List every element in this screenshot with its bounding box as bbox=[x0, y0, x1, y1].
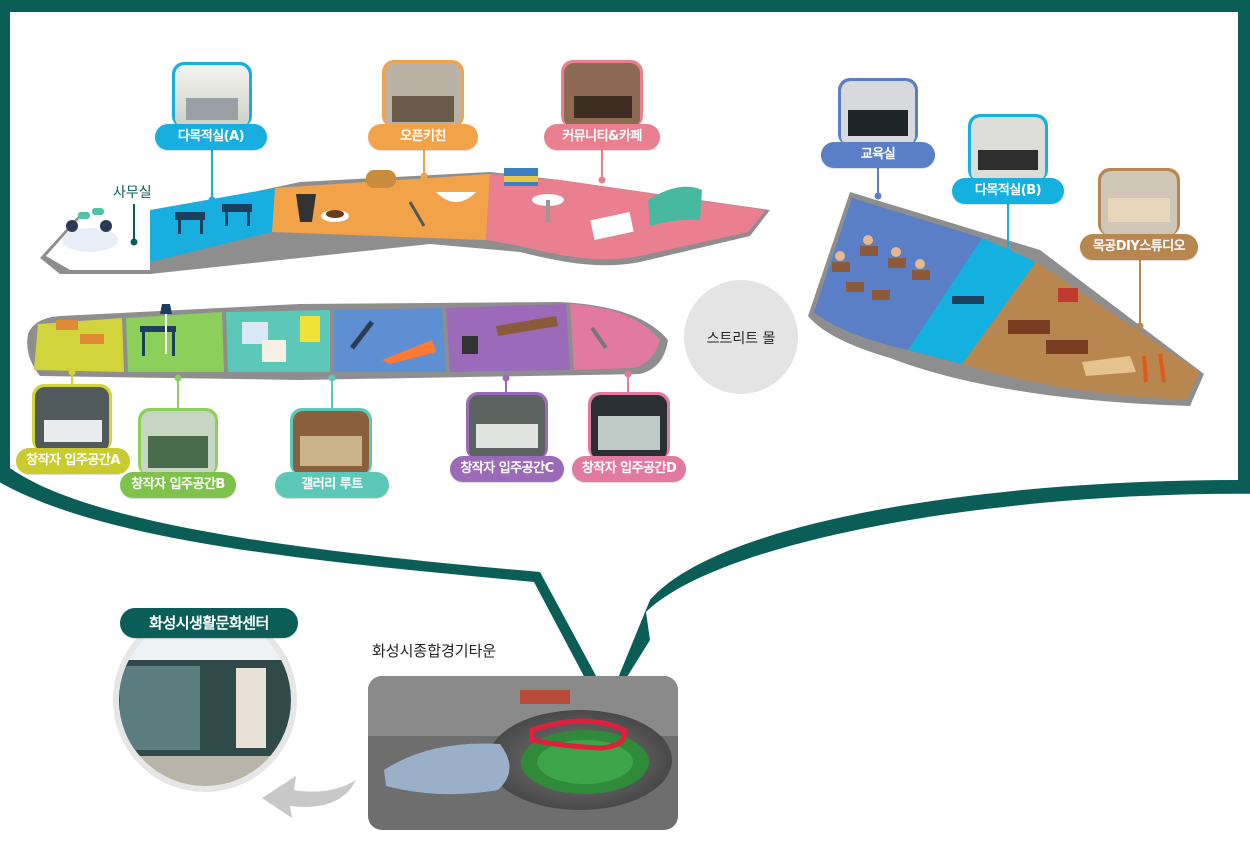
office-meeting-icon bbox=[62, 208, 118, 252]
photo-edu bbox=[838, 78, 918, 146]
upper-floor-strip bbox=[40, 168, 770, 274]
zone-studio-d bbox=[570, 304, 660, 370]
desk-icon bbox=[175, 204, 252, 234]
multi-b-label: 다목적실(B) bbox=[952, 178, 1064, 204]
photo-thumbnails bbox=[32, 60, 1180, 476]
zone-studio-a bbox=[34, 318, 124, 372]
street-mall-label: 스트리트 몰 bbox=[706, 331, 776, 347]
studio-d-label: 창작자 입주공간D bbox=[572, 456, 686, 482]
cafe-label: 커뮤니티&카페 bbox=[544, 124, 660, 150]
center-label: 화성시생활문화센터 bbox=[120, 608, 298, 638]
edu-label: 교육실 bbox=[821, 142, 935, 168]
multi-a-label: 다목적실(A) bbox=[155, 124, 267, 150]
kitchen-label: 오픈키친 bbox=[368, 124, 478, 150]
studio-c-label: 창작자 입주공간C bbox=[450, 456, 564, 482]
connectors bbox=[71, 148, 1141, 410]
photo-cafe bbox=[561, 60, 643, 128]
coffee-icon bbox=[296, 170, 476, 227]
connector-dots bbox=[68, 172, 1144, 382]
photo-multi-a bbox=[172, 62, 252, 128]
zone-diy bbox=[962, 262, 1200, 400]
photo-diy bbox=[1098, 168, 1180, 236]
photo-studio-c bbox=[466, 392, 548, 460]
street-mall-circle bbox=[684, 280, 798, 394]
gallery-label: 갤러리 루트 bbox=[275, 472, 389, 498]
photo-kitchen bbox=[382, 60, 464, 128]
cafe-icons bbox=[504, 168, 702, 240]
right-floor-wedge bbox=[808, 192, 1204, 406]
stadium-photo bbox=[368, 676, 678, 830]
zone-kitchen bbox=[272, 174, 490, 240]
photo-studio-a bbox=[32, 384, 112, 452]
photo-studio-d bbox=[588, 392, 670, 460]
photo-multi-b bbox=[968, 114, 1048, 182]
zone-edu bbox=[814, 198, 982, 350]
lower-floor-strip bbox=[27, 302, 668, 380]
return-arrow-icon bbox=[262, 776, 356, 818]
studio-a-label: 창작자 입주공간A bbox=[16, 448, 130, 474]
photo-studio-b bbox=[138, 408, 218, 476]
diy-label: 목공DIY스튜디오 bbox=[1080, 234, 1198, 260]
office-label: 사무실 bbox=[113, 185, 152, 201]
studio-b-label: 창작자 입주공간B bbox=[120, 472, 236, 498]
stadium-label: 화성시종합경기타운 bbox=[372, 642, 497, 660]
photo-gallery bbox=[290, 408, 372, 476]
